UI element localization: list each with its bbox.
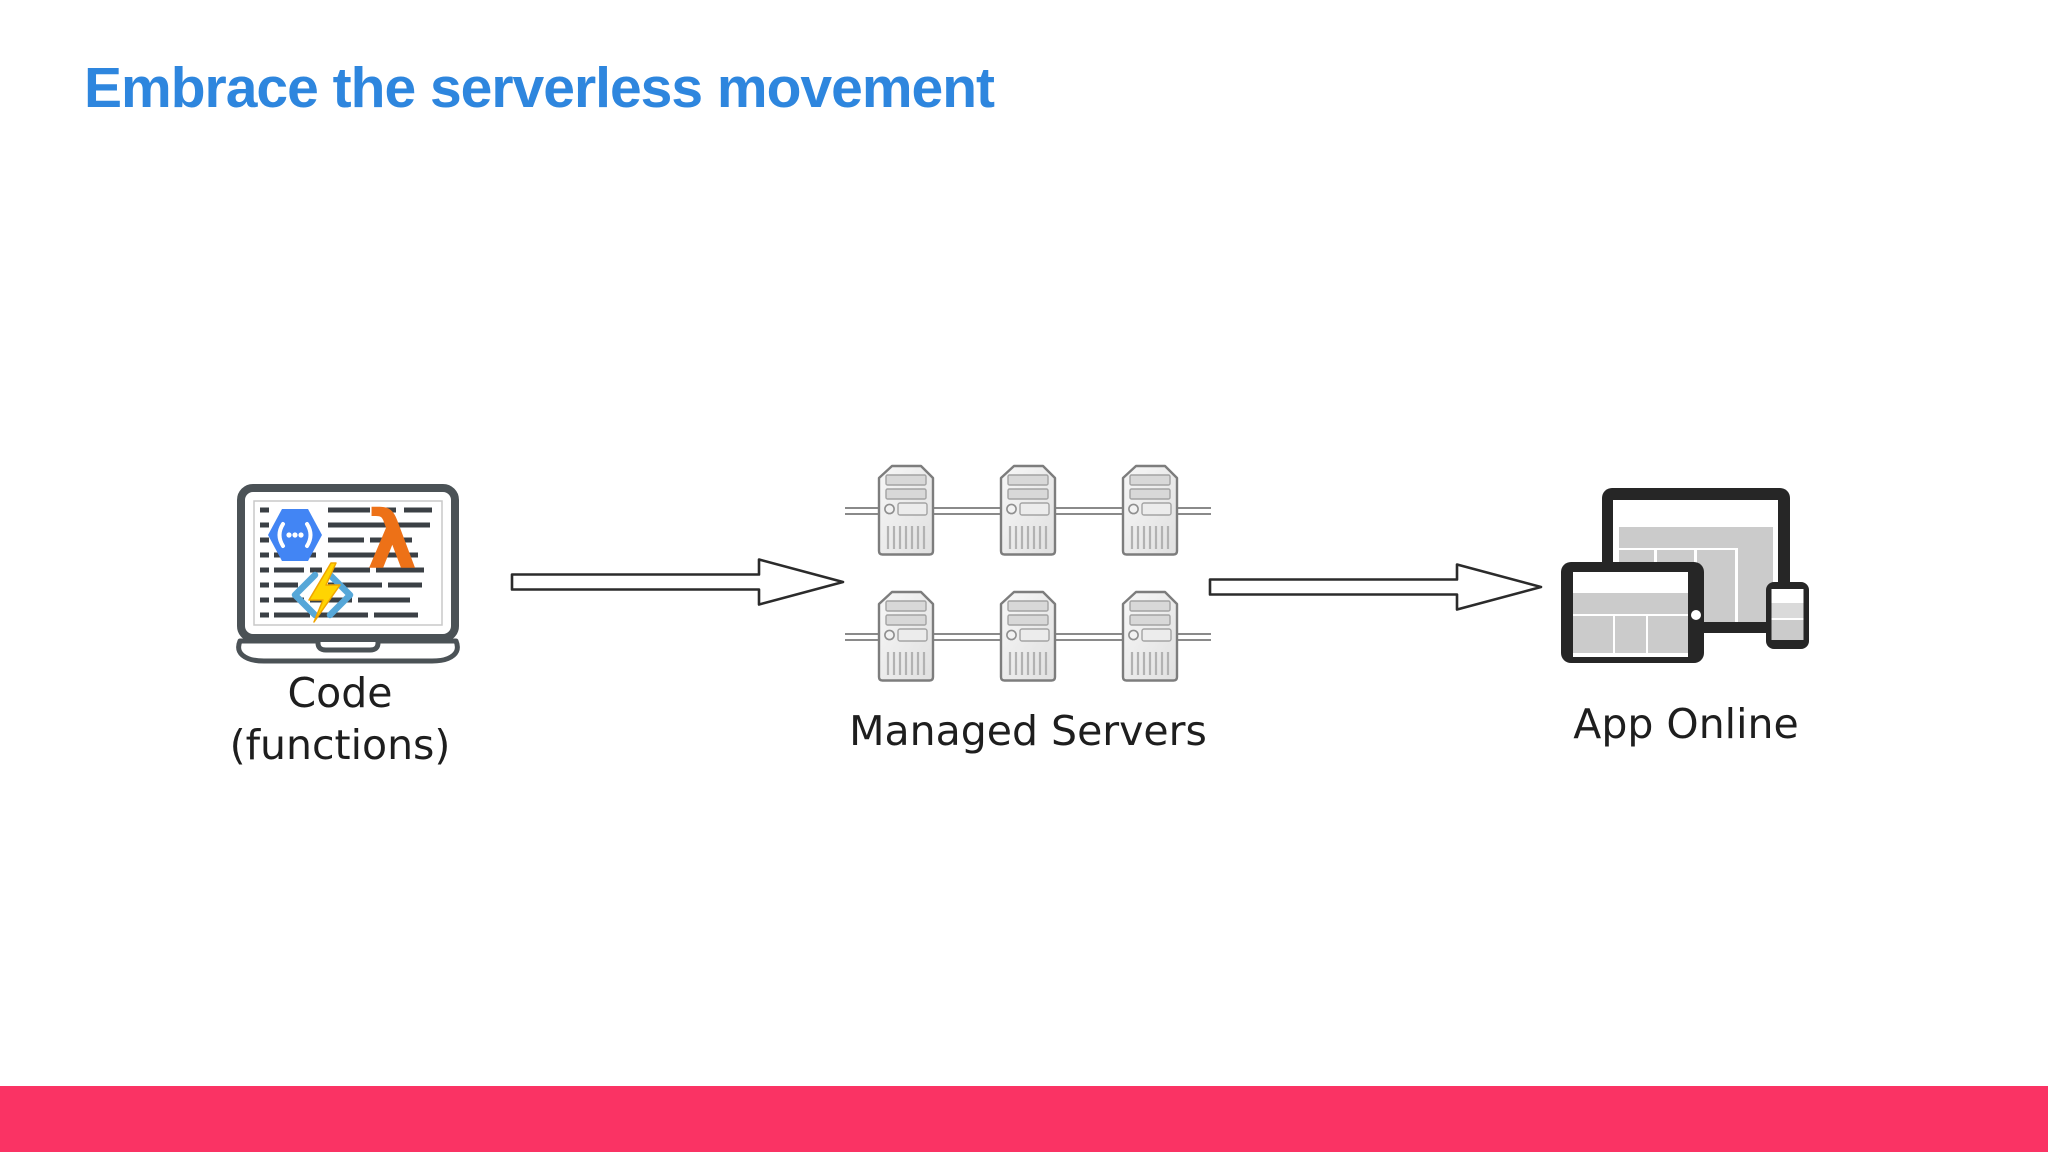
- app-node-label: App Online: [1573, 700, 1799, 748]
- servers-node-label: Managed Servers: [849, 707, 1207, 755]
- gcp-cloud-functions-icon: [268, 509, 322, 561]
- code-label-line1: Code: [287, 669, 393, 717]
- aws-lambda-icon: λ: [367, 494, 418, 587]
- server-icon: [1087, 464, 1211, 556]
- laptop-screen-inner-border: [253, 500, 443, 626]
- managed-servers-cluster: [845, 464, 1211, 682]
- azure-functions-icon: [291, 562, 354, 623]
- server-icon: [965, 464, 1091, 556]
- flow-arrow-servers-to-app-icon: [1208, 563, 1543, 611]
- tablet-home-button-icon: [1691, 610, 1701, 620]
- server-icon: [845, 464, 969, 556]
- code-lines: [260, 507, 432, 618]
- tablet-icon: [1561, 562, 1704, 663]
- laptop-icon: λ: [236, 484, 460, 664]
- server-icon: [965, 590, 1091, 682]
- phone-icon: [1766, 582, 1809, 649]
- server-icon: [1087, 590, 1211, 682]
- code-label-line2: (functions): [229, 720, 451, 769]
- server-icon: [845, 590, 969, 682]
- slide-title: Embrace the serverless movement: [84, 56, 995, 120]
- laptop-base: [236, 638, 460, 664]
- flow-arrow-code-to-servers-icon: [510, 558, 845, 606]
- code-node-label: Code (functions): [222, 668, 458, 771]
- devices-group: [1561, 488, 1809, 663]
- footer-accent-bar: [0, 1086, 2048, 1152]
